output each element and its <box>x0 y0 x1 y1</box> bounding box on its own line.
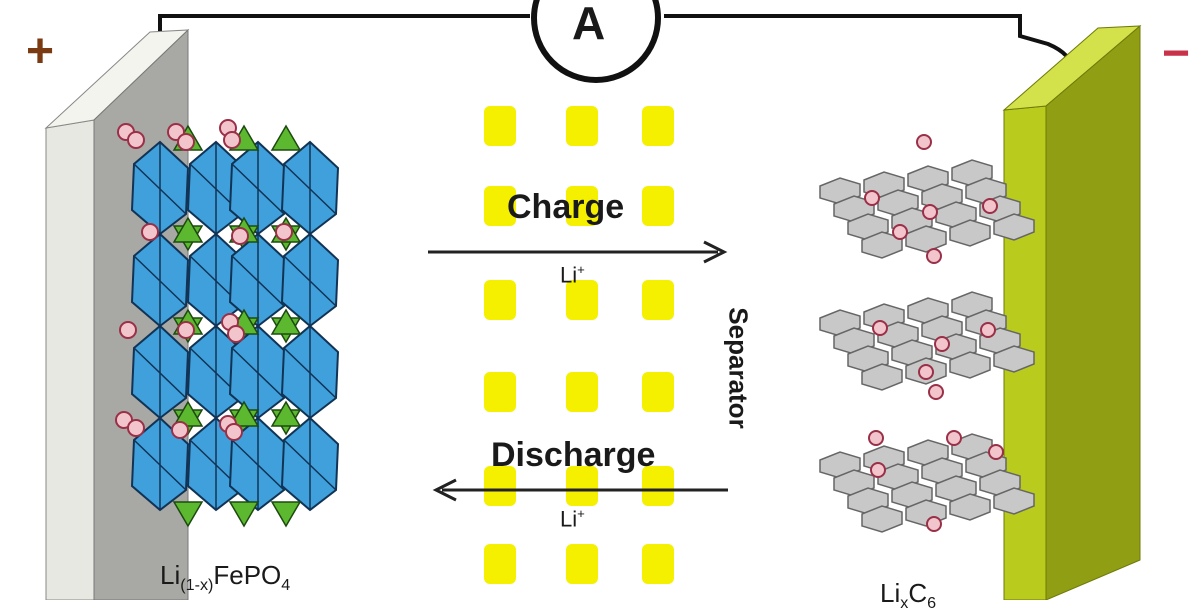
lithium-ion <box>127 419 145 437</box>
lithium-ion <box>177 321 195 339</box>
lithium-ion <box>926 516 942 532</box>
separator-membrane <box>484 106 674 584</box>
graphite-ring <box>861 505 903 533</box>
graphite-ring <box>949 351 991 379</box>
lithium-ion <box>916 134 932 150</box>
cathode-formula: Li(1-x)FePO4 <box>160 560 291 595</box>
lithium-ion <box>231 227 249 245</box>
po4-tetrahedron <box>172 216 204 243</box>
lithium-ion <box>872 320 888 336</box>
po4-tetrahedron <box>172 501 204 528</box>
po4-tetrahedron <box>228 501 260 528</box>
separator-pore <box>642 544 674 584</box>
graphite-ring <box>993 345 1035 373</box>
po4-tetrahedron <box>270 501 302 528</box>
lithium-ion <box>119 321 137 339</box>
graphite-ring <box>905 225 947 253</box>
graphite-ring <box>993 487 1035 515</box>
anode-current-collector <box>1002 24 1142 600</box>
po4-tetrahedron <box>270 308 302 335</box>
separator-pore <box>484 280 516 320</box>
negative-terminal-sign: − <box>1162 27 1191 80</box>
lithium-ion <box>980 322 996 338</box>
lifepo4-lattice <box>115 119 340 528</box>
lithium-ion <box>892 224 908 240</box>
po4-tetrahedron <box>228 400 260 427</box>
separator-pore <box>484 106 516 146</box>
charge-label: Charge <box>507 188 625 226</box>
anode-formula: LixC6 <box>880 578 937 613</box>
lithium-ion <box>982 198 998 214</box>
lithium-ion <box>926 248 942 264</box>
lithium-ion <box>870 462 886 478</box>
charge-arrow <box>428 240 728 264</box>
ammeter-label: A <box>572 0 606 49</box>
graphite-layer <box>819 159 1035 259</box>
separator-label: Separator <box>723 307 754 429</box>
lithium-ion <box>225 423 243 441</box>
lithium-ion <box>928 384 944 400</box>
lithium-ion <box>127 131 145 149</box>
lithium-ion <box>223 131 241 149</box>
lithium-ion-label-charge: Li+ <box>560 262 585 288</box>
separator-pore <box>642 372 674 412</box>
lithium-ion <box>946 430 962 446</box>
lithium-ion <box>922 204 938 220</box>
lithium-ion <box>141 223 159 241</box>
lithium-ion <box>934 336 950 352</box>
separator-pore <box>566 186 598 226</box>
graphite-ring <box>861 363 903 391</box>
lithium-ion <box>275 223 293 241</box>
separator-pore <box>566 106 598 146</box>
separator-pore <box>566 372 598 412</box>
discharge-arrow <box>432 478 728 502</box>
lithium-ion-label-discharge: Li+ <box>560 506 585 532</box>
discharge-label: Discharge <box>491 436 656 474</box>
graphite-ring <box>861 231 903 259</box>
separator-pore <box>566 280 598 320</box>
lithium-ion <box>988 444 1004 460</box>
separator-pore <box>484 466 516 506</box>
lithium-ion <box>177 133 195 151</box>
lithium-ion <box>868 430 884 446</box>
battery-diagram <box>44 0 1142 600</box>
lithium-ion <box>227 325 245 343</box>
graphite-anode-layers <box>819 134 1035 533</box>
separator-pore <box>642 106 674 146</box>
separator-pore <box>642 280 674 320</box>
separator-pore <box>484 372 516 412</box>
separator-pore <box>484 186 516 226</box>
graphite-ring <box>949 219 991 247</box>
lithium-ion <box>918 364 934 380</box>
lithium-ion <box>864 190 880 206</box>
separator-pore <box>484 544 516 584</box>
lithium-ion <box>171 421 189 439</box>
separator-pore <box>642 466 674 506</box>
graphite-ring <box>993 213 1035 241</box>
positive-terminal-sign: + <box>26 25 55 78</box>
separator-pore <box>566 466 598 506</box>
separator-pore <box>566 544 598 584</box>
ammeter-circle <box>531 0 661 83</box>
graphite-layer <box>819 291 1035 391</box>
separator-pore <box>642 186 674 226</box>
po4-tetrahedron <box>270 124 302 151</box>
graphite-ring <box>949 493 991 521</box>
po4-tetrahedron <box>270 400 302 427</box>
